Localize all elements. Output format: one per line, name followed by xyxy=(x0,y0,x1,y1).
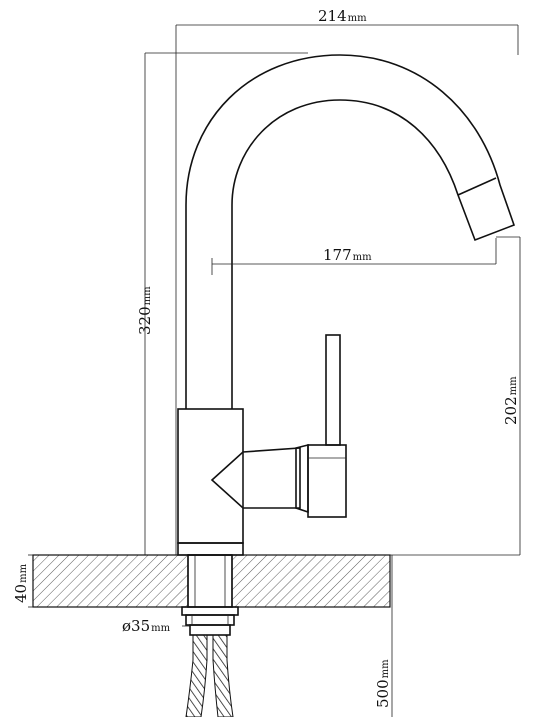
svg-text:500mm: 500mm xyxy=(374,659,392,708)
dim-177-unit: mm xyxy=(353,252,372,263)
dim-214-value: 214 xyxy=(318,7,347,25)
dim-label-320: 320mm xyxy=(136,286,154,335)
dim-214-unit: mm xyxy=(348,13,367,24)
dim-label-40: 40 mm xyxy=(12,563,30,603)
dim-202-unit: mm xyxy=(508,376,519,395)
dim-label-177: 177mm xyxy=(323,246,372,264)
dim-177-value: 177 xyxy=(323,246,352,264)
dim-35-value: 35 xyxy=(131,617,150,635)
dim-40-unit: mm xyxy=(18,563,29,582)
countertop-section xyxy=(32,554,391,608)
diameter-symbol: ø xyxy=(122,617,131,635)
mounting-shank xyxy=(181,554,239,636)
dim-320-value: 320 xyxy=(136,306,154,335)
dim-320-unit: mm xyxy=(142,286,153,305)
lever-handle xyxy=(307,334,347,518)
faucet-body xyxy=(177,408,309,556)
dim-500-value: 500 xyxy=(374,679,392,708)
dim-202-value: 202 xyxy=(502,396,520,425)
dim-40-value: 40 xyxy=(12,584,30,603)
gooseneck-spout xyxy=(185,54,516,409)
dimension-lines xyxy=(28,24,521,717)
dim-500-unit: mm xyxy=(380,659,391,678)
dim-35-unit: mm xyxy=(151,623,170,634)
svg-text:40mm: 40 mm xyxy=(12,563,30,603)
svg-text:214mm: 214mm xyxy=(318,7,367,25)
svg-text:177mm: 177mm xyxy=(323,246,372,264)
dim-label-35: ø35mm xyxy=(122,617,171,635)
svg-text:202mm: 202mm xyxy=(502,376,520,425)
dim-label-500: 500mm xyxy=(374,659,392,708)
svg-text:320mm: 320mm xyxy=(136,286,154,335)
svg-text:ø35mm: ø35mm xyxy=(122,617,171,635)
dim-label-214: 214mm xyxy=(318,7,367,25)
dim-label-202: 202mm xyxy=(502,376,520,425)
braided-hoses xyxy=(185,634,234,717)
